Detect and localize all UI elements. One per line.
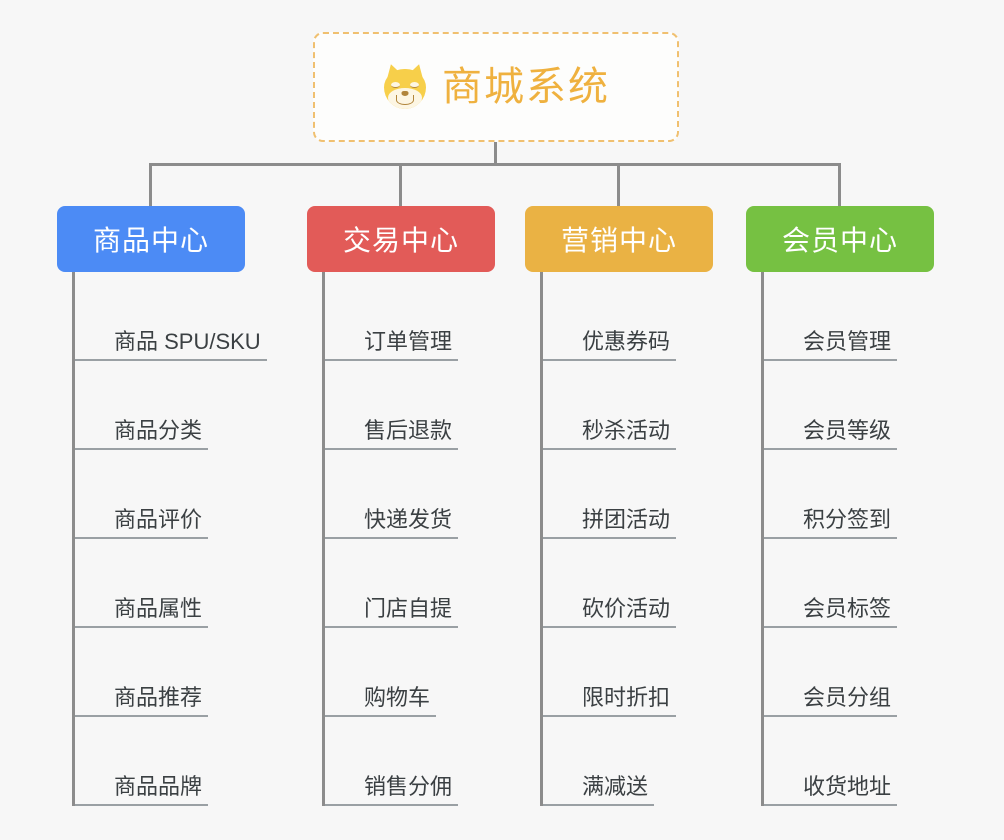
leaf-item[interactable]: 会员分组 [764,628,934,717]
leaf-item[interactable]: 砍价活动 [543,539,713,628]
branch-column-4: 会员中心 会员管理 会员等级 积分签到 会员标签 会员分组 收货地址 [746,206,934,806]
leaf-item[interactable]: 秒杀活动 [543,361,713,450]
branch-column-3: 营销中心 优惠券码 秒杀活动 拼团活动 砍价活动 限时折扣 满减送 [525,206,713,806]
leaf-label: 售后退款 [358,418,459,450]
branch-column-1: 商品中心 商品 SPU/SKU 商品分类 商品评价 商品属性 商品推荐 商品品牌 [57,206,267,806]
leaf-label: 满减送 [576,774,655,806]
branch-column-2: 交易中心 订单管理 售后退款 快递发货 门店自提 购物车 销售分佣 [307,206,495,806]
leaf-label: 秒杀活动 [576,418,677,450]
leaf-item[interactable]: 商品分类 [75,361,245,450]
leaf-item[interactable]: 商品评价 [75,450,245,539]
leaf-label: 快递发货 [358,507,459,539]
branch-header-3[interactable]: 营销中心 [525,206,713,272]
branch-header-label-1: 商品中心 [92,225,209,256]
leaf-item[interactable]: 商品 SPU/SKU [75,272,267,361]
branch-items-1: 商品 SPU/SKU 商品分类 商品评价 商品属性 商品推荐 商品品牌 [72,272,267,806]
branch-header-1[interactable]: 商品中心 [57,206,245,272]
branch-header-label-2: 交易中心 [342,225,459,256]
branch-header-2[interactable]: 交易中心 [307,206,495,272]
connector-root-stem [494,142,497,166]
leaf-label: 商品属性 [108,596,209,628]
leaf-item[interactable]: 订单管理 [325,272,495,361]
connector-horizontal-bus [149,163,841,166]
leaf-item[interactable]: 商品属性 [75,539,245,628]
leaf-item[interactable]: 限时折扣 [543,628,713,717]
leaf-item[interactable]: 会员管理 [764,272,934,361]
leaf-item[interactable]: 售后退款 [325,361,495,450]
leaf-item[interactable]: 收货地址 [764,717,934,806]
root-title: 商城系统 [442,65,610,109]
leaf-item[interactable]: 积分签到 [764,450,934,539]
leaf-label: 会员标签 [797,596,898,628]
leaf-item[interactable]: 会员标签 [764,539,934,628]
leaf-label: 商品品牌 [108,774,209,806]
leaf-item[interactable]: 销售分佣 [325,717,495,806]
leaf-label: 会员分组 [797,685,898,717]
leaf-label: 限时折扣 [576,685,677,717]
leaf-label: 优惠券码 [576,329,677,361]
leaf-label: 商品推荐 [108,685,209,717]
root-node[interactable]: 商城系统 [313,32,679,142]
leaf-item[interactable]: 快递发货 [325,450,495,539]
branch-items-2: 订单管理 售后退款 快递发货 门店自提 购物车 销售分佣 [322,272,495,806]
leaf-label: 会员等级 [797,418,898,450]
leaf-label: 商品评价 [108,507,209,539]
connector-drop-1 [149,163,152,208]
shiba-inu-dog-icon [382,61,428,110]
leaf-label: 收货地址 [797,774,898,806]
branch-header-label-4: 会员中心 [781,225,898,256]
connector-drop-2 [399,163,402,208]
leaf-label: 商品 SPU/SKU [108,329,267,361]
leaf-label: 商品分类 [108,418,209,450]
leaf-label: 拼团活动 [576,507,677,539]
leaf-item[interactable]: 优惠券码 [543,272,713,361]
leaf-label: 订单管理 [358,329,459,361]
leaf-item[interactable]: 商品推荐 [75,628,245,717]
leaf-item[interactable]: 商品品牌 [75,717,245,806]
leaf-item[interactable]: 满减送 [543,717,713,806]
branch-items-4: 会员管理 会员等级 积分签到 会员标签 会员分组 收货地址 [761,272,934,806]
leaf-item[interactable]: 拼团活动 [543,450,713,539]
connector-drop-3 [617,163,620,208]
branch-header-4[interactable]: 会员中心 [746,206,934,272]
leaf-label: 积分签到 [797,507,898,539]
leaf-label: 门店自提 [358,596,459,628]
leaf-item[interactable]: 会员等级 [764,361,934,450]
leaf-label: 购物车 [358,685,437,717]
connector-drop-4 [838,163,841,208]
branch-header-label-3: 营销中心 [560,225,677,256]
leaf-item[interactable]: 购物车 [325,628,495,717]
leaf-item[interactable]: 门店自提 [325,539,495,628]
leaf-label: 砍价活动 [576,596,677,628]
branch-items-3: 优惠券码 秒杀活动 拼团活动 砍价活动 限时折扣 满减送 [540,272,713,806]
leaf-label: 会员管理 [797,329,898,361]
leaf-label: 销售分佣 [358,774,459,806]
